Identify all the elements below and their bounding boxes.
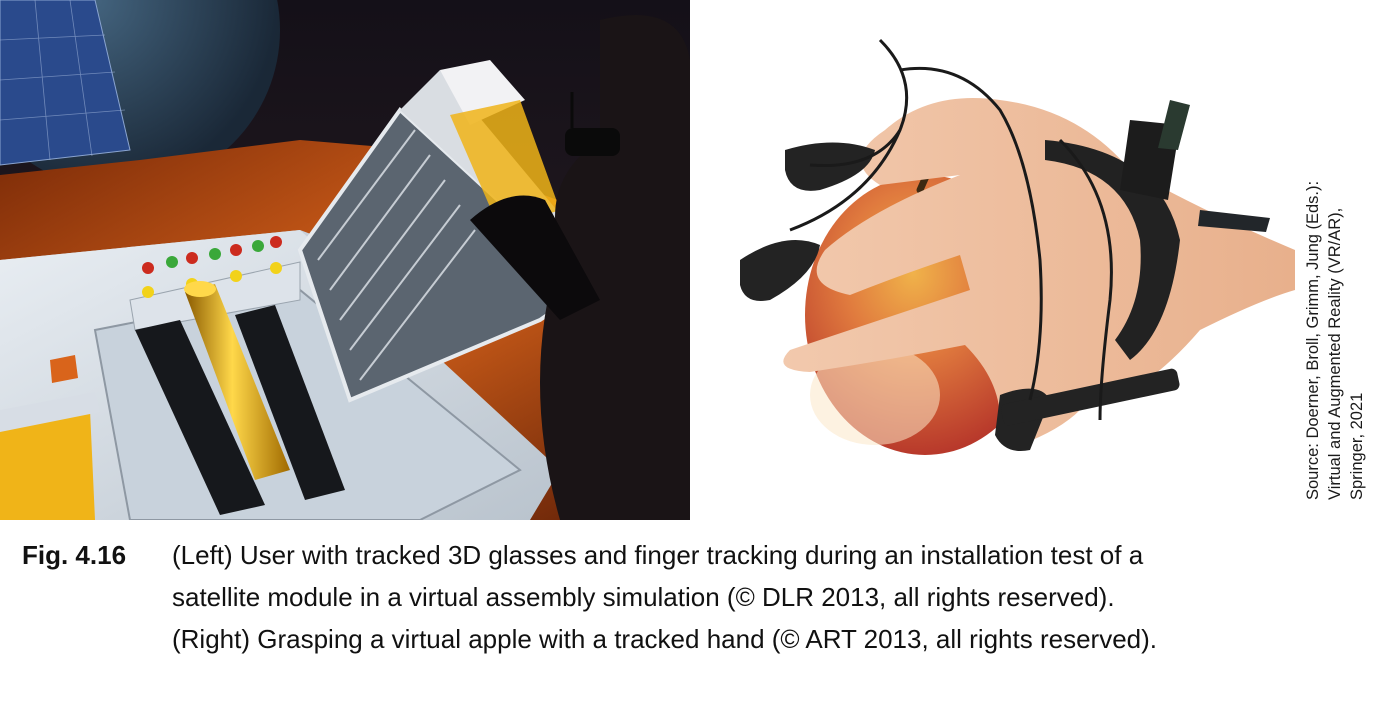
apple-grasp-photo xyxy=(700,0,1295,520)
caption-line-1: (Left) User with tracked 3D glasses and … xyxy=(172,540,1144,570)
apple-grasp-illustration xyxy=(700,0,1295,520)
vr-assembly-photo xyxy=(0,0,690,520)
source-line-2: Virtual and Augmented Reality (VR/AR), xyxy=(1326,207,1344,500)
caption-line-3: (Right) Grasping a virtual apple with a … xyxy=(172,624,1158,654)
caption-line-2: satellite module in a virtual assembly s… xyxy=(172,582,1115,612)
source-attribution: Source: Doerner, Broll, Grimm, Jung (Eds… xyxy=(1302,80,1372,500)
figure-label: Fig. 4.16 xyxy=(22,540,127,570)
source-line-3: Springer, 2021 xyxy=(1348,392,1366,500)
vr-assembly-illustration xyxy=(0,0,690,520)
source-line-1: Source: Doerner, Broll, Grimm, Jung (Eds… xyxy=(1304,180,1322,500)
caption-text: (Left) User with tracked 3D glasses and … xyxy=(172,534,1362,660)
